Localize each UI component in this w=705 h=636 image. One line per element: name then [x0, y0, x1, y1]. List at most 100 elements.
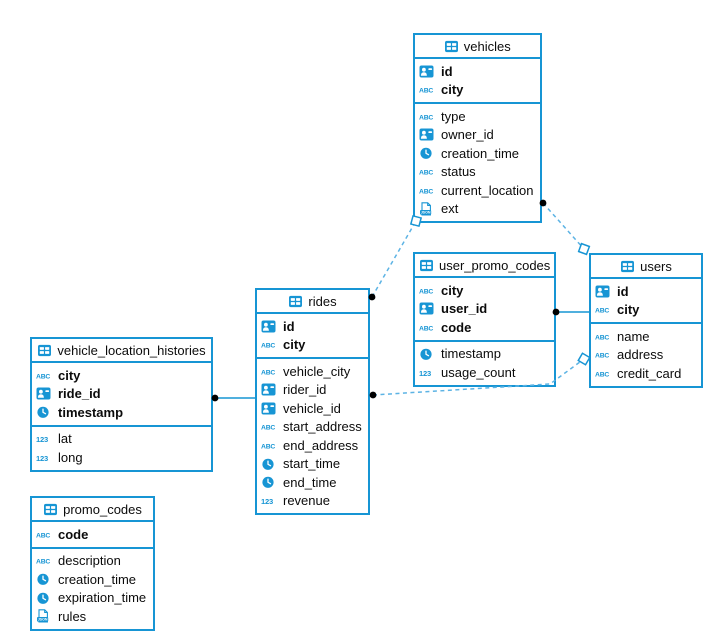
field-creation_time: creation_time: [415, 144, 540, 163]
field-credit_card: ABC credit_card: [591, 364, 701, 383]
relationship-vehicle_location_histories-rides: [211, 394, 255, 402]
text-icon: ABC: [261, 420, 279, 434]
text-icon: ABC: [261, 364, 279, 378]
text-icon: ABC: [261, 438, 279, 452]
id-icon: [595, 284, 613, 298]
svg-text:ABC: ABC: [36, 532, 50, 539]
key-fields-section: ABC code: [32, 522, 153, 549]
text-icon: ABC: [419, 320, 437, 334]
field-label: id: [283, 318, 295, 334]
field-label: code: [58, 526, 89, 542]
field-label: ext: [441, 201, 459, 217]
table-header[interactable]: user_promo_codes: [415, 254, 555, 278]
field-timestamp: timestamp: [32, 403, 211, 422]
field-label: rules: [58, 608, 87, 624]
id-icon: [36, 387, 54, 401]
text-icon: ABC: [419, 109, 437, 123]
table-header[interactable]: promo_codes: [32, 498, 153, 522]
field-vehicle_id: vehicle_id: [257, 399, 368, 418]
field-id: id: [415, 62, 540, 81]
field-label: id: [617, 283, 629, 299]
field-label: ride_id: [58, 386, 101, 402]
id-icon: [419, 64, 437, 78]
field-rider_id: rider_id: [257, 381, 368, 400]
text-icon: ABC: [595, 348, 613, 362]
table-title: rides: [308, 293, 337, 309]
field-description: ABC description: [32, 552, 153, 571]
field-label: start_address: [283, 419, 362, 435]
text-icon: ABC: [595, 329, 613, 343]
text-icon: ABC: [595, 303, 613, 317]
table-header[interactable]: users: [591, 255, 701, 279]
table-header[interactable]: vehicle_location_histories: [32, 339, 211, 363]
field-code: ABC code: [32, 525, 153, 544]
text-icon: ABC: [36, 554, 54, 568]
field-label: city: [441, 282, 464, 298]
field-label: long: [58, 449, 83, 465]
id-icon: [419, 128, 437, 142]
id-icon: [261, 383, 279, 397]
field-label: credit_card: [617, 365, 682, 381]
svg-text:JSON: JSON: [421, 210, 431, 214]
field-label: timestamp: [58, 404, 124, 420]
field-creation_time: creation_time: [32, 570, 153, 589]
field-label: creation_time: [441, 145, 520, 161]
table-icon: [37, 343, 52, 357]
svg-text:123: 123: [261, 497, 273, 506]
svg-text:ABC: ABC: [419, 88, 433, 95]
svg-text:ABC: ABC: [595, 308, 609, 315]
svg-text:ABC: ABC: [261, 443, 275, 450]
field-label: type: [441, 108, 466, 124]
field-user_id: user_id: [415, 300, 554, 319]
field-long: 123 long: [32, 448, 211, 467]
svg-text:ABC: ABC: [261, 369, 275, 376]
json-icon: JSON: [419, 202, 437, 216]
field-type: ABC type: [415, 107, 540, 126]
table-header[interactable]: vehicles: [415, 35, 540, 59]
number-icon: 123: [36, 450, 54, 464]
field-ext: JSON ext: [415, 200, 540, 219]
time-icon: [261, 475, 279, 489]
text-icon: ABC: [595, 366, 613, 380]
field-label: expiration_time: [58, 590, 147, 606]
field-start_address: ABC start_address: [257, 418, 368, 437]
field-label: id: [441, 63, 453, 79]
table-title: promo_codes: [63, 501, 142, 517]
field-label: description: [58, 553, 121, 569]
table-header[interactable]: rides: [257, 290, 368, 314]
field-label: status: [441, 164, 476, 180]
relationship-vehicles-users: [539, 199, 591, 256]
field-label: name: [617, 328, 650, 344]
field-label: start_time: [283, 456, 341, 472]
svg-text:ABC: ABC: [419, 188, 433, 195]
svg-text:ABC: ABC: [419, 325, 433, 332]
svg-text:ABC: ABC: [595, 334, 609, 341]
svg-text:ABC: ABC: [261, 425, 275, 432]
field-id: id: [257, 317, 368, 336]
field-label: usage_count: [441, 364, 516, 380]
field-label: city: [283, 337, 306, 353]
